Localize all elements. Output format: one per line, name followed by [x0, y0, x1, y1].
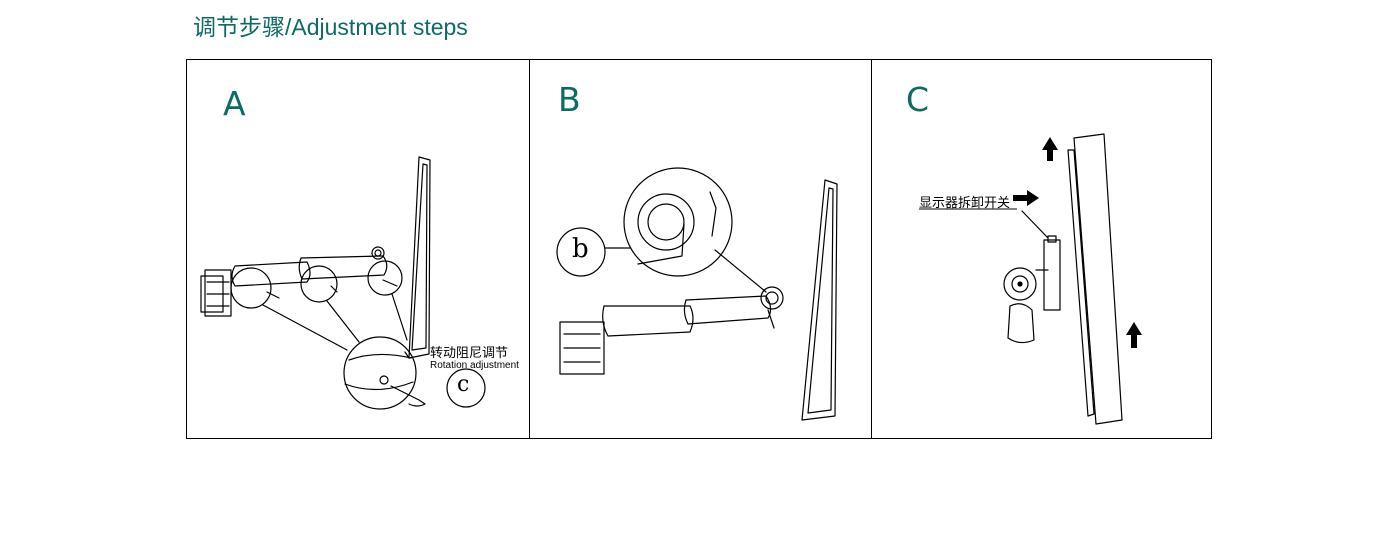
panel-c-letter: C [906, 80, 930, 119]
arrow-right-icon [1013, 190, 1039, 206]
callout-b-circle [556, 227, 606, 277]
panel-a: A [187, 60, 529, 438]
panel-c: C 显示器拆卸开关 [871, 60, 1214, 438]
arrow-up-bottom-icon [1126, 322, 1142, 348]
monitor-release-switch-label: 显示器拆卸开关 [919, 196, 1011, 211]
rotation-adjustment-en: Rotation adjustment [430, 360, 519, 371]
panel-a-letter: A [223, 84, 246, 123]
panel-a-illustration [200, 156, 486, 410]
panel-c-illustration [919, 133, 1142, 425]
panel-b-letter: B [558, 80, 581, 119]
callout-c-circle [446, 368, 486, 408]
arrow-up-top-icon [1042, 137, 1058, 161]
rotation-adjustment-cn: 转动阻尼调节 [430, 346, 509, 361]
panel-b-illustration [556, 167, 838, 421]
steps-frame: A [186, 59, 1212, 439]
page-title: 调节步骤/Adjustment steps [193, 14, 468, 40]
panel-b: B [529, 60, 872, 438]
callout-b: b [572, 234, 589, 264]
callout-c: c [457, 372, 470, 397]
